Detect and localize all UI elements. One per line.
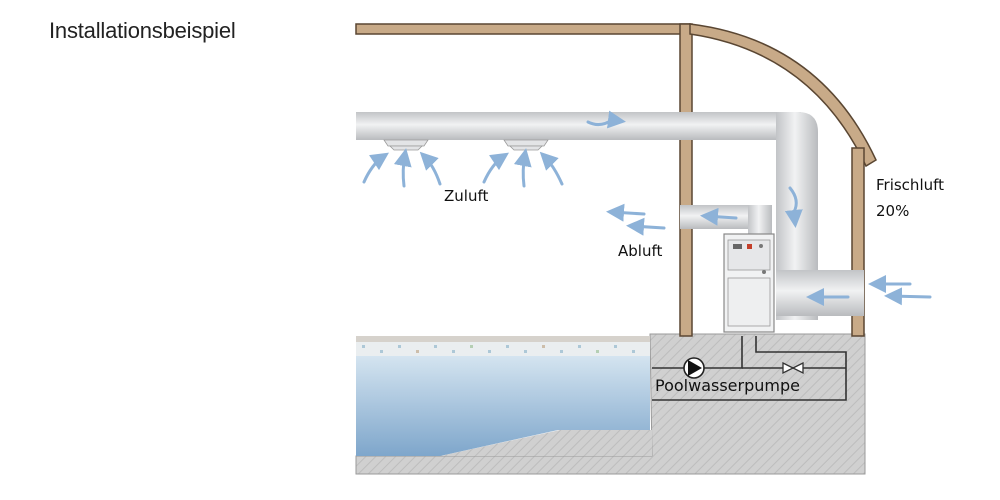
valve-icon <box>782 361 804 375</box>
pump-icon <box>683 357 705 379</box>
fresh-air-percent-label: 20% <box>876 202 909 220</box>
dehumidifier-unit <box>723 233 775 333</box>
pool <box>356 336 650 456</box>
exhaust-air-label: Abluft <box>618 242 662 260</box>
fresh-air-duct <box>776 270 864 316</box>
fresh-air-label: Frischluft <box>876 176 944 194</box>
ductwork <box>356 112 864 320</box>
airflow-arrow-icon <box>362 110 932 306</box>
supply-duct-horizontal <box>356 112 801 140</box>
pool-tile-edge <box>356 336 650 342</box>
ground-slab <box>355 333 866 475</box>
ceiling-beam <box>355 23 691 35</box>
pool-mosaic-dots <box>362 345 635 353</box>
page-title: Installationsbeispiel <box>49 18 236 43</box>
diffuser-icon <box>383 139 549 151</box>
pool-mosaic <box>356 342 650 356</box>
roof-arc <box>689 23 877 168</box>
supply-air-label: Zuluft <box>444 187 488 205</box>
wall-left <box>679 23 693 337</box>
pool-pump-label: Poolwasserpumpe <box>655 376 800 395</box>
exhaust-duct-down <box>748 205 772 237</box>
pool-water <box>356 356 650 456</box>
